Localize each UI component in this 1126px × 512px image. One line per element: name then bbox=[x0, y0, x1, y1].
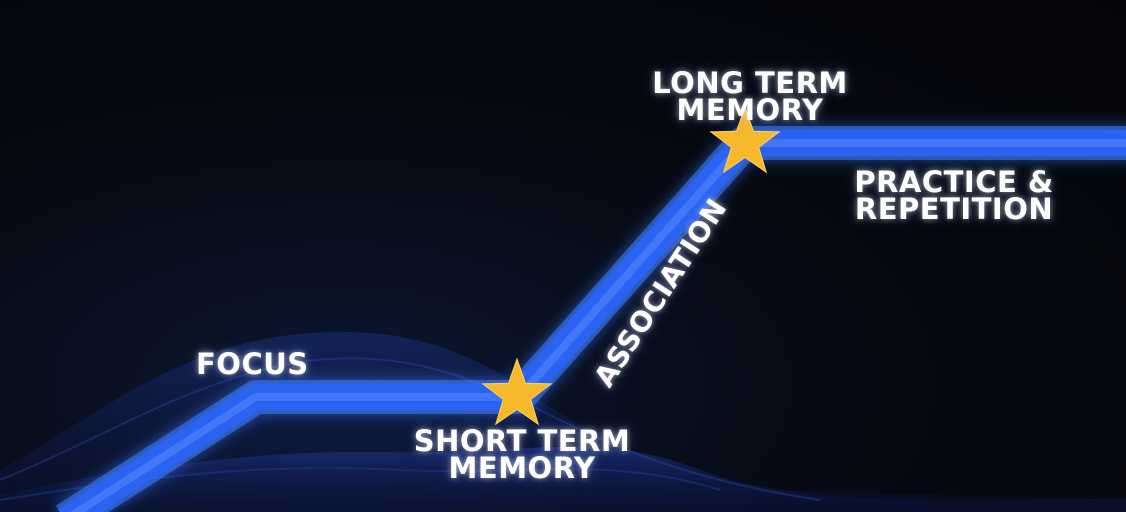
focus-label-text: FOCUS bbox=[196, 347, 309, 381]
star-icon bbox=[481, 357, 553, 426]
focus-label: FOCUS bbox=[196, 347, 309, 381]
long-term-line-1: LONG TERM bbox=[652, 66, 848, 100]
wave-line-1 bbox=[0, 357, 821, 501]
short-term-line-2: MEMORY bbox=[448, 451, 596, 485]
practice-line-1: PRACTICE & bbox=[854, 165, 1054, 199]
star-icon bbox=[709, 105, 781, 174]
practice-line-2: REPETITION bbox=[854, 192, 1054, 226]
short-term-line-1: SHORT TERM bbox=[413, 424, 631, 458]
short-term-memory-label: SHORT TERM MEMORY bbox=[404, 424, 640, 485]
wave-mid bbox=[0, 447, 1126, 512]
practice-repetition-label: PRACTICE & REPETITION bbox=[844, 165, 1064, 226]
long-term-line-2: MEMORY bbox=[676, 93, 824, 127]
long-term-memory-label: LONG TERM MEMORY bbox=[640, 66, 860, 127]
